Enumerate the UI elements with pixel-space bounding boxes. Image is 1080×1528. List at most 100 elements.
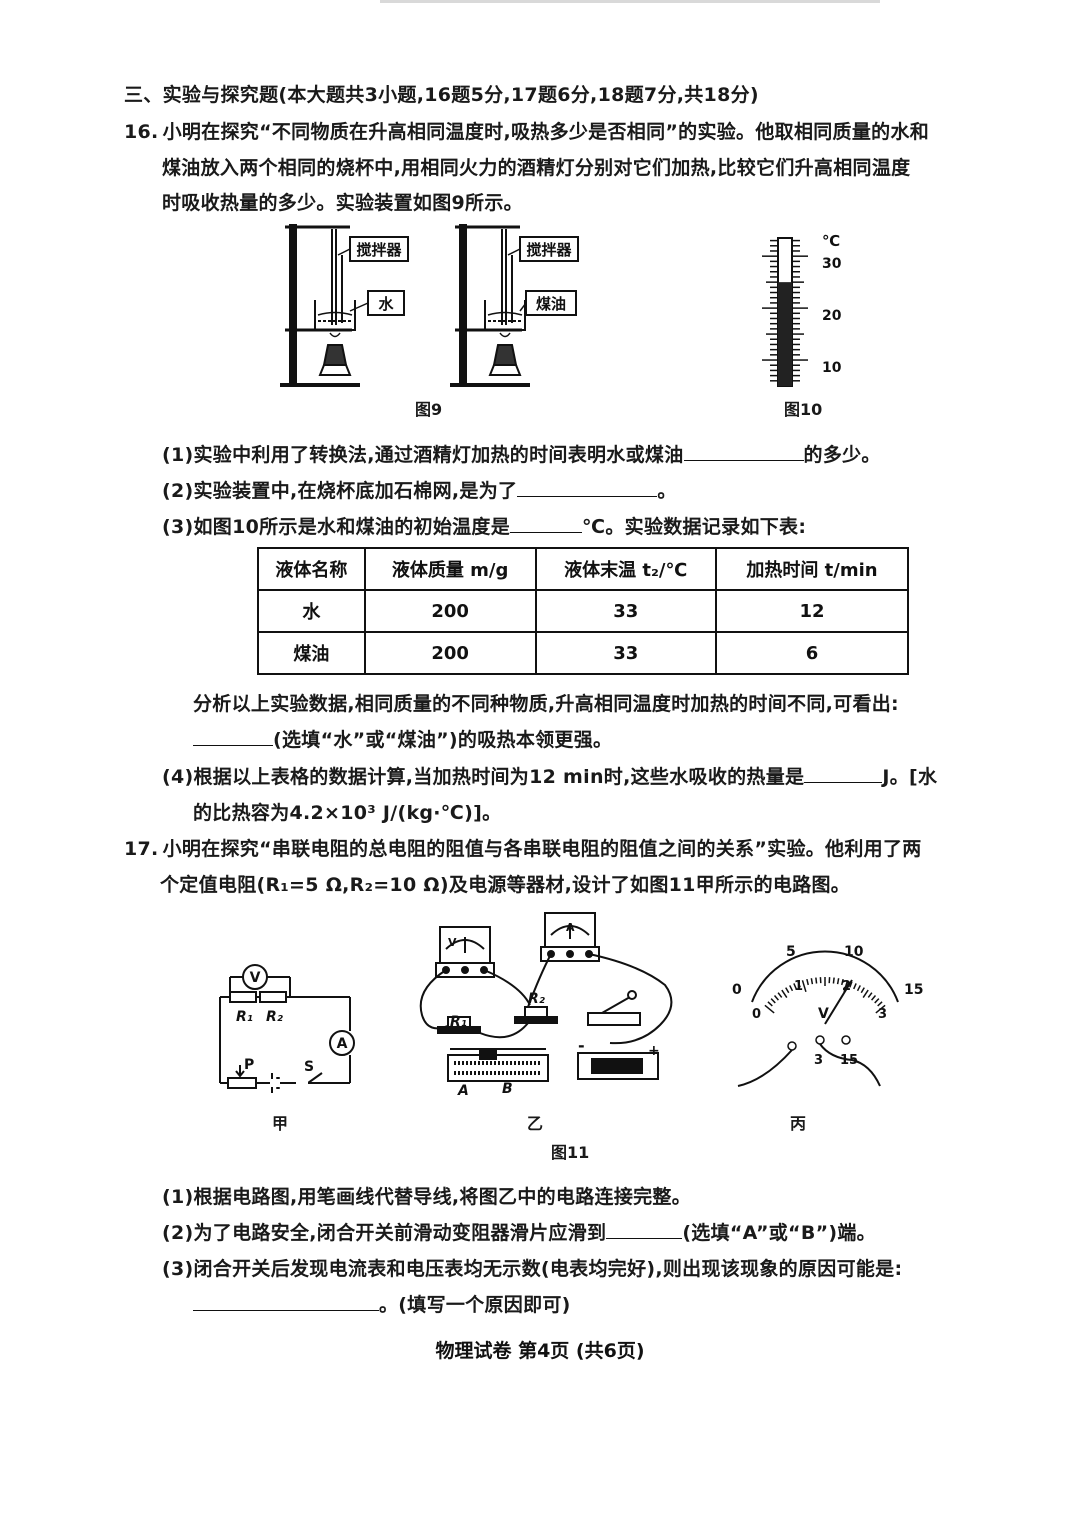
q17-sub2: (2)为了电路安全,闭合开关前滑动变阻器滑片应滑到(选填“A”或“B”)端。 <box>162 1220 876 1244</box>
dial-tick <box>853 983 857 990</box>
q17-sub3-blank[interactable] <box>193 1292 379 1311</box>
dial-tick <box>871 995 877 1001</box>
table-row: 煤油 200 33 6 <box>257 631 910 675</box>
yi-voltmeter-label: V <box>448 936 457 949</box>
dial-terminal-left <box>787 1041 797 1051</box>
jia-ammeter-label: A <box>337 1036 348 1052</box>
fig10-thermometer: ℃ 30 20 10 <box>762 232 842 387</box>
dial-tick <box>849 981 853 988</box>
fig10-tick-10: 10 <box>822 360 842 376</box>
dial-tick <box>785 987 790 994</box>
dial-wire-left <box>737 1049 793 1087</box>
dial-terminal-3 <box>815 1035 825 1045</box>
dial-v-label: V <box>818 1006 829 1022</box>
table-cell: 煤油 <box>257 631 366 675</box>
q17-sub3-line-1: (3)闭合开关后发现电流表和电压表均无示数(电表均完好),则出现该现象的原因可能… <box>162 1258 903 1280</box>
table-cell: 12 <box>714 589 910 633</box>
dial-tick <box>856 985 861 992</box>
table-header-cell: 液体名称 <box>257 547 366 591</box>
dial-tick <box>836 978 840 985</box>
dial-tick <box>770 998 776 1004</box>
fig11-jia-caption: 甲 <box>272 1114 289 1133</box>
table-cell: 6 <box>714 631 910 675</box>
q16-sub3-blank[interactable] <box>510 514 583 533</box>
section-title: 三、实验与探究题(本大题共3小题,16题5分,17题6分,18题7分,共18分) <box>124 84 759 106</box>
dial-tick <box>801 980 807 993</box>
dial-tick <box>793 983 797 990</box>
fig11-bing-dial: 0 5 10 15 0 1 2 3 V 3 15 <box>732 944 923 1087</box>
q16-analysis-line-2: (选填“水”或“煤油”)的吸热本领更强。 <box>193 725 612 752</box>
dial-inner-tick-3: 3 <box>878 1007 887 1022</box>
fig10-tick-20: 20 <box>822 308 842 324</box>
dial-tick <box>875 1004 886 1014</box>
q16-stem-line-1: 16.小明在探究“不同物质在升高相同温度时,吸热多少是否相同”的实验。他取相同质… <box>124 121 930 143</box>
q17-number: 17. <box>124 838 159 860</box>
jia-voltmeter-label: V <box>250 970 261 986</box>
dial-terminal-3-label: 3 <box>814 1053 823 1068</box>
dial-tick <box>789 985 794 992</box>
dial-tick <box>862 989 869 998</box>
q16-sub4-blank[interactable] <box>804 764 883 783</box>
q16-analysis-blank[interactable] <box>193 727 273 746</box>
thermometer-liquid <box>778 282 792 386</box>
fig9-kerosene-label: 煤油 <box>536 295 566 313</box>
dial-tick <box>867 992 873 998</box>
dial-outer-tick-15: 15 <box>904 982 923 998</box>
q16-sub2-blank[interactable] <box>517 478 658 497</box>
dial-tick <box>806 978 809 986</box>
jia-s-label: S <box>304 1059 314 1075</box>
fig11-yi-components: R₁ R₂ V A A B - + <box>419 912 673 1099</box>
page-footer: 物理试卷 第4页 (共6页) <box>435 1340 645 1362</box>
dial-wire-right <box>819 1043 881 1087</box>
table-header-cell: 液体质量 m/g <box>363 547 537 591</box>
table-row: 水 200 33 12 <box>257 589 910 633</box>
fig11-bing-caption: 丙 <box>790 1114 807 1133</box>
q16-data-table: 液体名称 液体质量 m/g 液体末温 t₂/℃ 加热时间 t/min 水 200… <box>257 547 910 675</box>
table-cell: 33 <box>534 631 717 675</box>
q16-stem-line-3: 时吸收热量的多少。实验装置如图9所示。 <box>162 192 523 214</box>
dial-outer-tick-10: 10 <box>844 944 864 960</box>
fig11-jia-circuit: V A R₁ R₂ P S <box>219 964 355 1093</box>
dial-tick <box>815 977 818 984</box>
q17-stem-line-2: 个定值电阻(R₁=5 Ω,R₂=10 Ω)及电源等器材,设计了如图11甲所示的电… <box>160 874 851 896</box>
dial-tick <box>767 1001 773 1007</box>
dial-terminal-15-label: 15 <box>840 1053 858 1068</box>
yi-a-end-label: A <box>457 1083 469 1099</box>
dial-outer-tick-5: 5 <box>786 944 796 960</box>
fig9-apparatus: 搅拌器 水 搅拌器 煤油 <box>280 224 579 387</box>
q16-sub2: (2)实验装置中,在烧杯底加石棉网,是为了。 <box>162 478 677 502</box>
dial-inner-tick-1: 1 <box>794 979 803 994</box>
scan-shadow <box>380 0 880 3</box>
jia-r1-label: R₁ <box>236 1009 253 1025</box>
q16-sub1: (1)实验中利用了转换法,通过酒精灯加热的时间表明水或煤油的多少。 <box>162 442 881 466</box>
dial-tick <box>841 978 844 986</box>
q16-number: 16. <box>124 121 159 143</box>
q17-sub3-line-2: 。(填写一个原因即可) <box>193 1290 571 1317</box>
fig11-yi-caption: 乙 <box>527 1114 544 1133</box>
q17-sub1: (1)根据电路图,用笔画线代替导线,将图乙中的电路连接完整。 <box>162 1186 692 1208</box>
table-cell: 水 <box>257 589 366 633</box>
yi-r1-label: R₁ <box>450 1014 467 1030</box>
fig11-caption: 图11 <box>551 1143 590 1162</box>
dial-pointer <box>824 979 853 1025</box>
q16-analysis-line-1: 分析以上实验数据,相同质量的不同种物质,升高相同温度时加热的时间不同,可看出: <box>193 693 899 715</box>
fig9-water-label: 水 <box>378 295 394 313</box>
yi-battery-plus: + <box>648 1043 660 1059</box>
dial-inner-tick-2: 2 <box>842 979 851 994</box>
jia-p-label: P <box>244 1057 254 1073</box>
q17-sub2-blank[interactable] <box>606 1220 683 1239</box>
dial-tick <box>843 980 849 993</box>
yi-battery-minus: - <box>578 1036 585 1055</box>
dial-tick <box>874 998 880 1004</box>
dial-tick <box>764 1004 775 1014</box>
q16-sub1-blank[interactable] <box>683 442 804 461</box>
dial-tick <box>877 1001 883 1007</box>
dial-tick <box>810 978 814 985</box>
dial-tick <box>773 995 779 1001</box>
fig9-caption: 图9 <box>415 400 443 419</box>
dial-tick <box>777 992 783 998</box>
table-cell: 200 <box>363 631 537 675</box>
fig10-caption: 图10 <box>784 400 823 419</box>
